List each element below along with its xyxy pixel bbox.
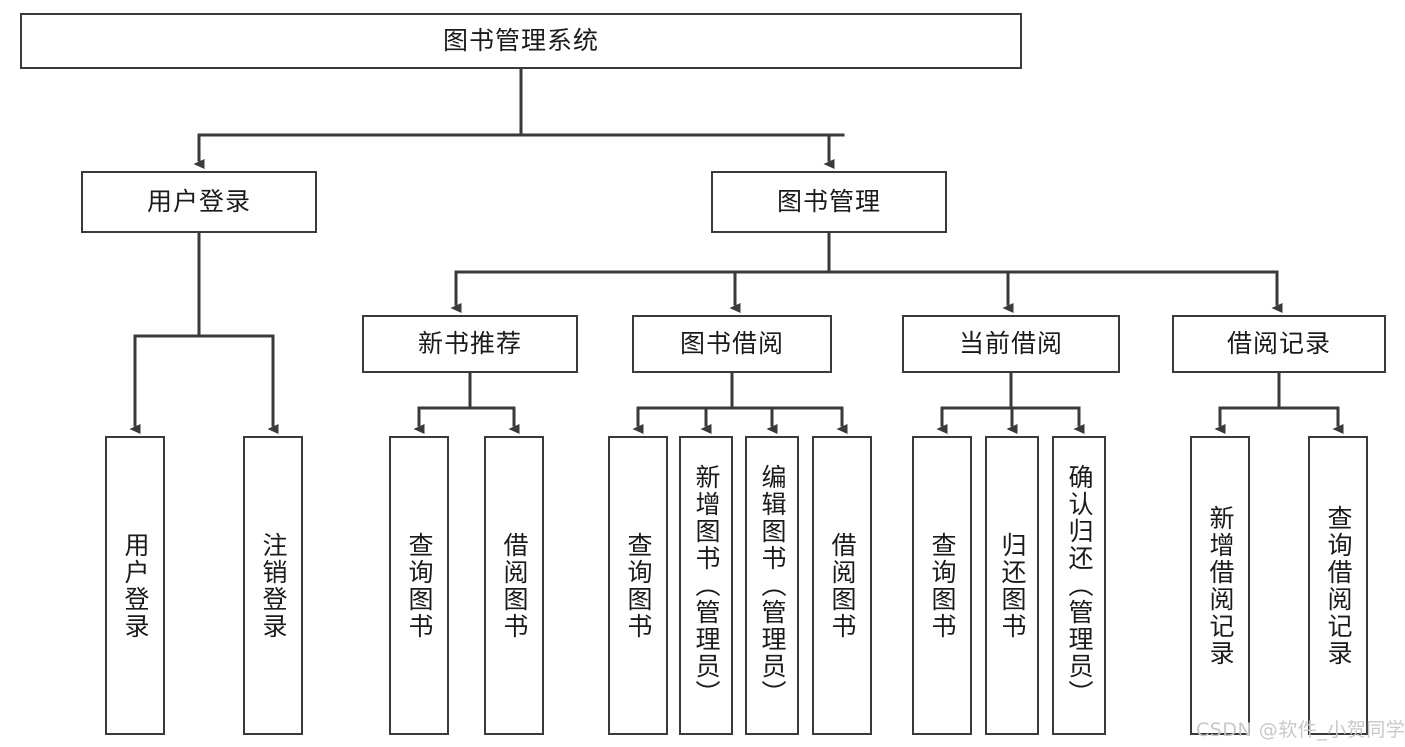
node-current-borrow[interactable]: 当前借阅: [902, 315, 1120, 373]
node-book-management[interactable]: 图书管理: [711, 171, 947, 233]
node-book-borrow[interactable]: 图书借阅: [632, 315, 832, 373]
leaf-logout[interactable]: 注销登录: [243, 436, 303, 735]
node-borrow-records-label: 借阅记录: [1226, 328, 1331, 358]
leaf-edit-book-admin[interactable]: 编辑图书（管理员）: [745, 436, 799, 735]
leaf-add-borrow-record-label: 新增借阅记录: [1206, 504, 1235, 667]
leaf-return-book-label: 归还图书: [998, 531, 1027, 640]
leaf-add-book-admin[interactable]: 新增图书（管理员）: [679, 436, 733, 735]
leaf-lend-book[interactable]: 借阅图书: [812, 436, 872, 735]
node-book-borrow-label: 图书借阅: [679, 328, 784, 358]
node-current-borrow-label: 当前借阅: [958, 328, 1063, 358]
leaf-confirm-return-admin-label: 确认归还（管理员）: [1065, 464, 1094, 707]
leaf-borrow-book-recommend-label: 借阅图书: [500, 531, 529, 640]
leaf-query-book-current-label: 查询图书: [928, 531, 957, 640]
leaf-lend-book-label: 借阅图书: [828, 531, 857, 640]
leaf-query-book-borrow[interactable]: 查询图书: [608, 436, 668, 735]
leaf-add-book-admin-label: 新增图书（管理员）: [692, 464, 721, 707]
node-user-login-label: 用户登录: [146, 186, 251, 216]
node-root[interactable]: 图书管理系统: [20, 13, 1022, 69]
leaf-edit-book-admin-label: 编辑图书（管理员）: [758, 464, 787, 707]
node-root-label: 图书管理系统: [442, 25, 599, 55]
watermark: CSDN @软件_小贺同学: [1196, 719, 1405, 741]
leaf-query-borrow-record[interactable]: 查询借阅记录: [1308, 436, 1368, 735]
leaf-query-book-current[interactable]: 查询图书: [912, 436, 972, 735]
leaf-borrow-book-recommend[interactable]: 借阅图书: [484, 436, 544, 735]
leaf-user-login-label: 用户登录: [121, 531, 150, 640]
leaf-query-book-recommend[interactable]: 查询图书: [389, 436, 449, 735]
leaf-confirm-return-admin[interactable]: 确认归还（管理员）: [1052, 436, 1106, 735]
leaf-query-book-borrow-label: 查询图书: [624, 531, 653, 640]
leaf-return-book[interactable]: 归还图书: [985, 436, 1039, 735]
node-book-management-label: 图书管理: [776, 186, 881, 216]
leaf-query-borrow-record-label: 查询借阅记录: [1324, 504, 1353, 667]
leaf-user-login[interactable]: 用户登录: [105, 436, 165, 735]
leaf-logout-label: 注销登录: [259, 531, 288, 640]
node-borrow-records[interactable]: 借阅记录: [1172, 315, 1386, 373]
leaf-add-borrow-record[interactable]: 新增借阅记录: [1190, 436, 1250, 735]
node-user-login[interactable]: 用户登录: [81, 171, 317, 233]
node-new-book-recommend-label: 新书推荐: [417, 328, 522, 358]
leaf-query-book-recommend-label: 查询图书: [405, 531, 434, 640]
node-new-book-recommend[interactable]: 新书推荐: [362, 315, 578, 373]
